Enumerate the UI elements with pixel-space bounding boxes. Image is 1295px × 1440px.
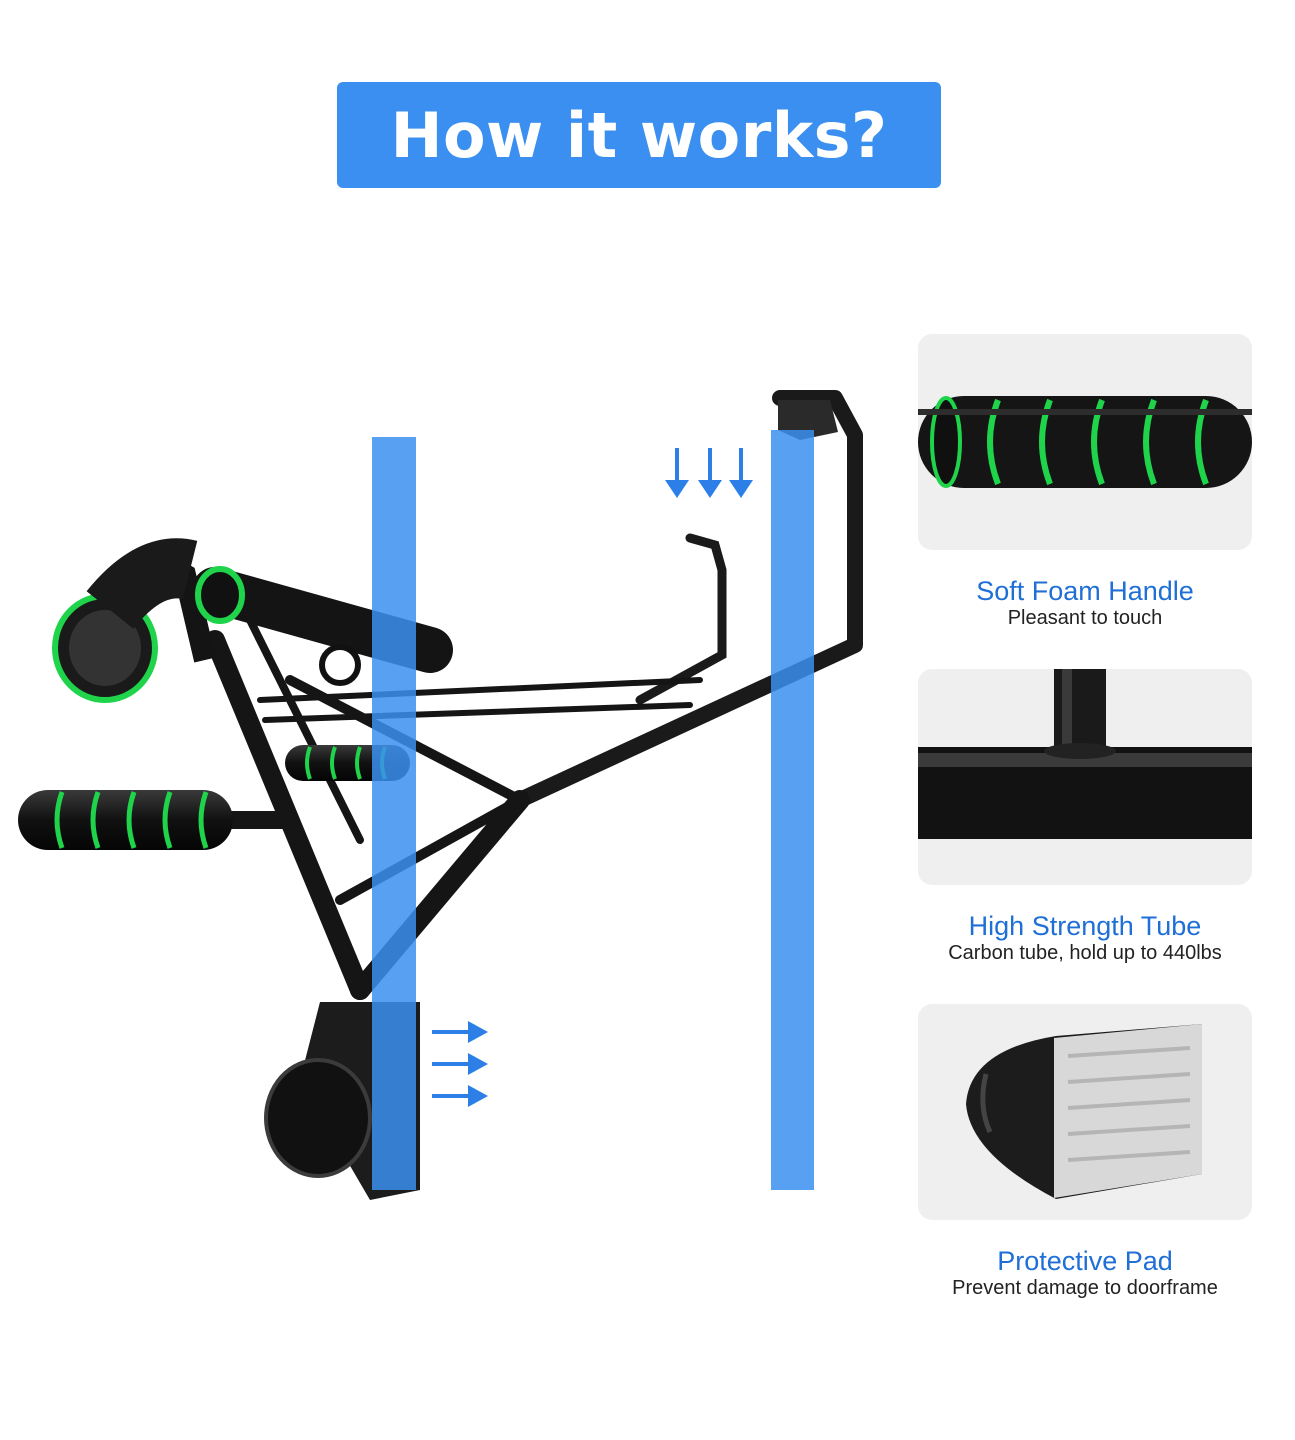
foam-handle-caption: Soft Foam Handle Pleasant to touch [918,576,1252,630]
title-banner: How it works? [337,82,941,188]
pull-up-bar-illustration [18,390,863,1200]
feature-title: High Strength Tube [968,911,1202,941]
foam-handle-icon [918,396,1252,488]
door-frame-right [771,430,814,1190]
door-pad-caption: Protective Pad Prevent damage to doorfra… [918,1246,1252,1300]
tube-joint-caption: High Strength Tube Carbon tube, hold up … [918,911,1252,965]
tube-joint-card [918,669,1252,885]
down-arrows-icon [665,448,753,498]
door-pad-icon [966,1024,1202,1199]
page-title: How it works? [390,98,888,172]
foam-handle-card [918,334,1252,550]
right-arrows-icon [432,1021,488,1107]
tube-joint-icon [918,669,1252,839]
feature-subtitle: Pleasant to touch [1007,607,1163,629]
door-frame-left [372,437,416,1190]
feature-subtitle: Prevent damage to doorframe [952,1277,1218,1299]
feature-title: Soft Foam Handle [976,576,1194,606]
feature-subtitle: Carbon tube, hold up to 440lbs [948,942,1222,964]
feature-title: Protective Pad [997,1246,1173,1276]
side-foam-handle [18,745,410,850]
door-pad-card [918,1004,1252,1220]
